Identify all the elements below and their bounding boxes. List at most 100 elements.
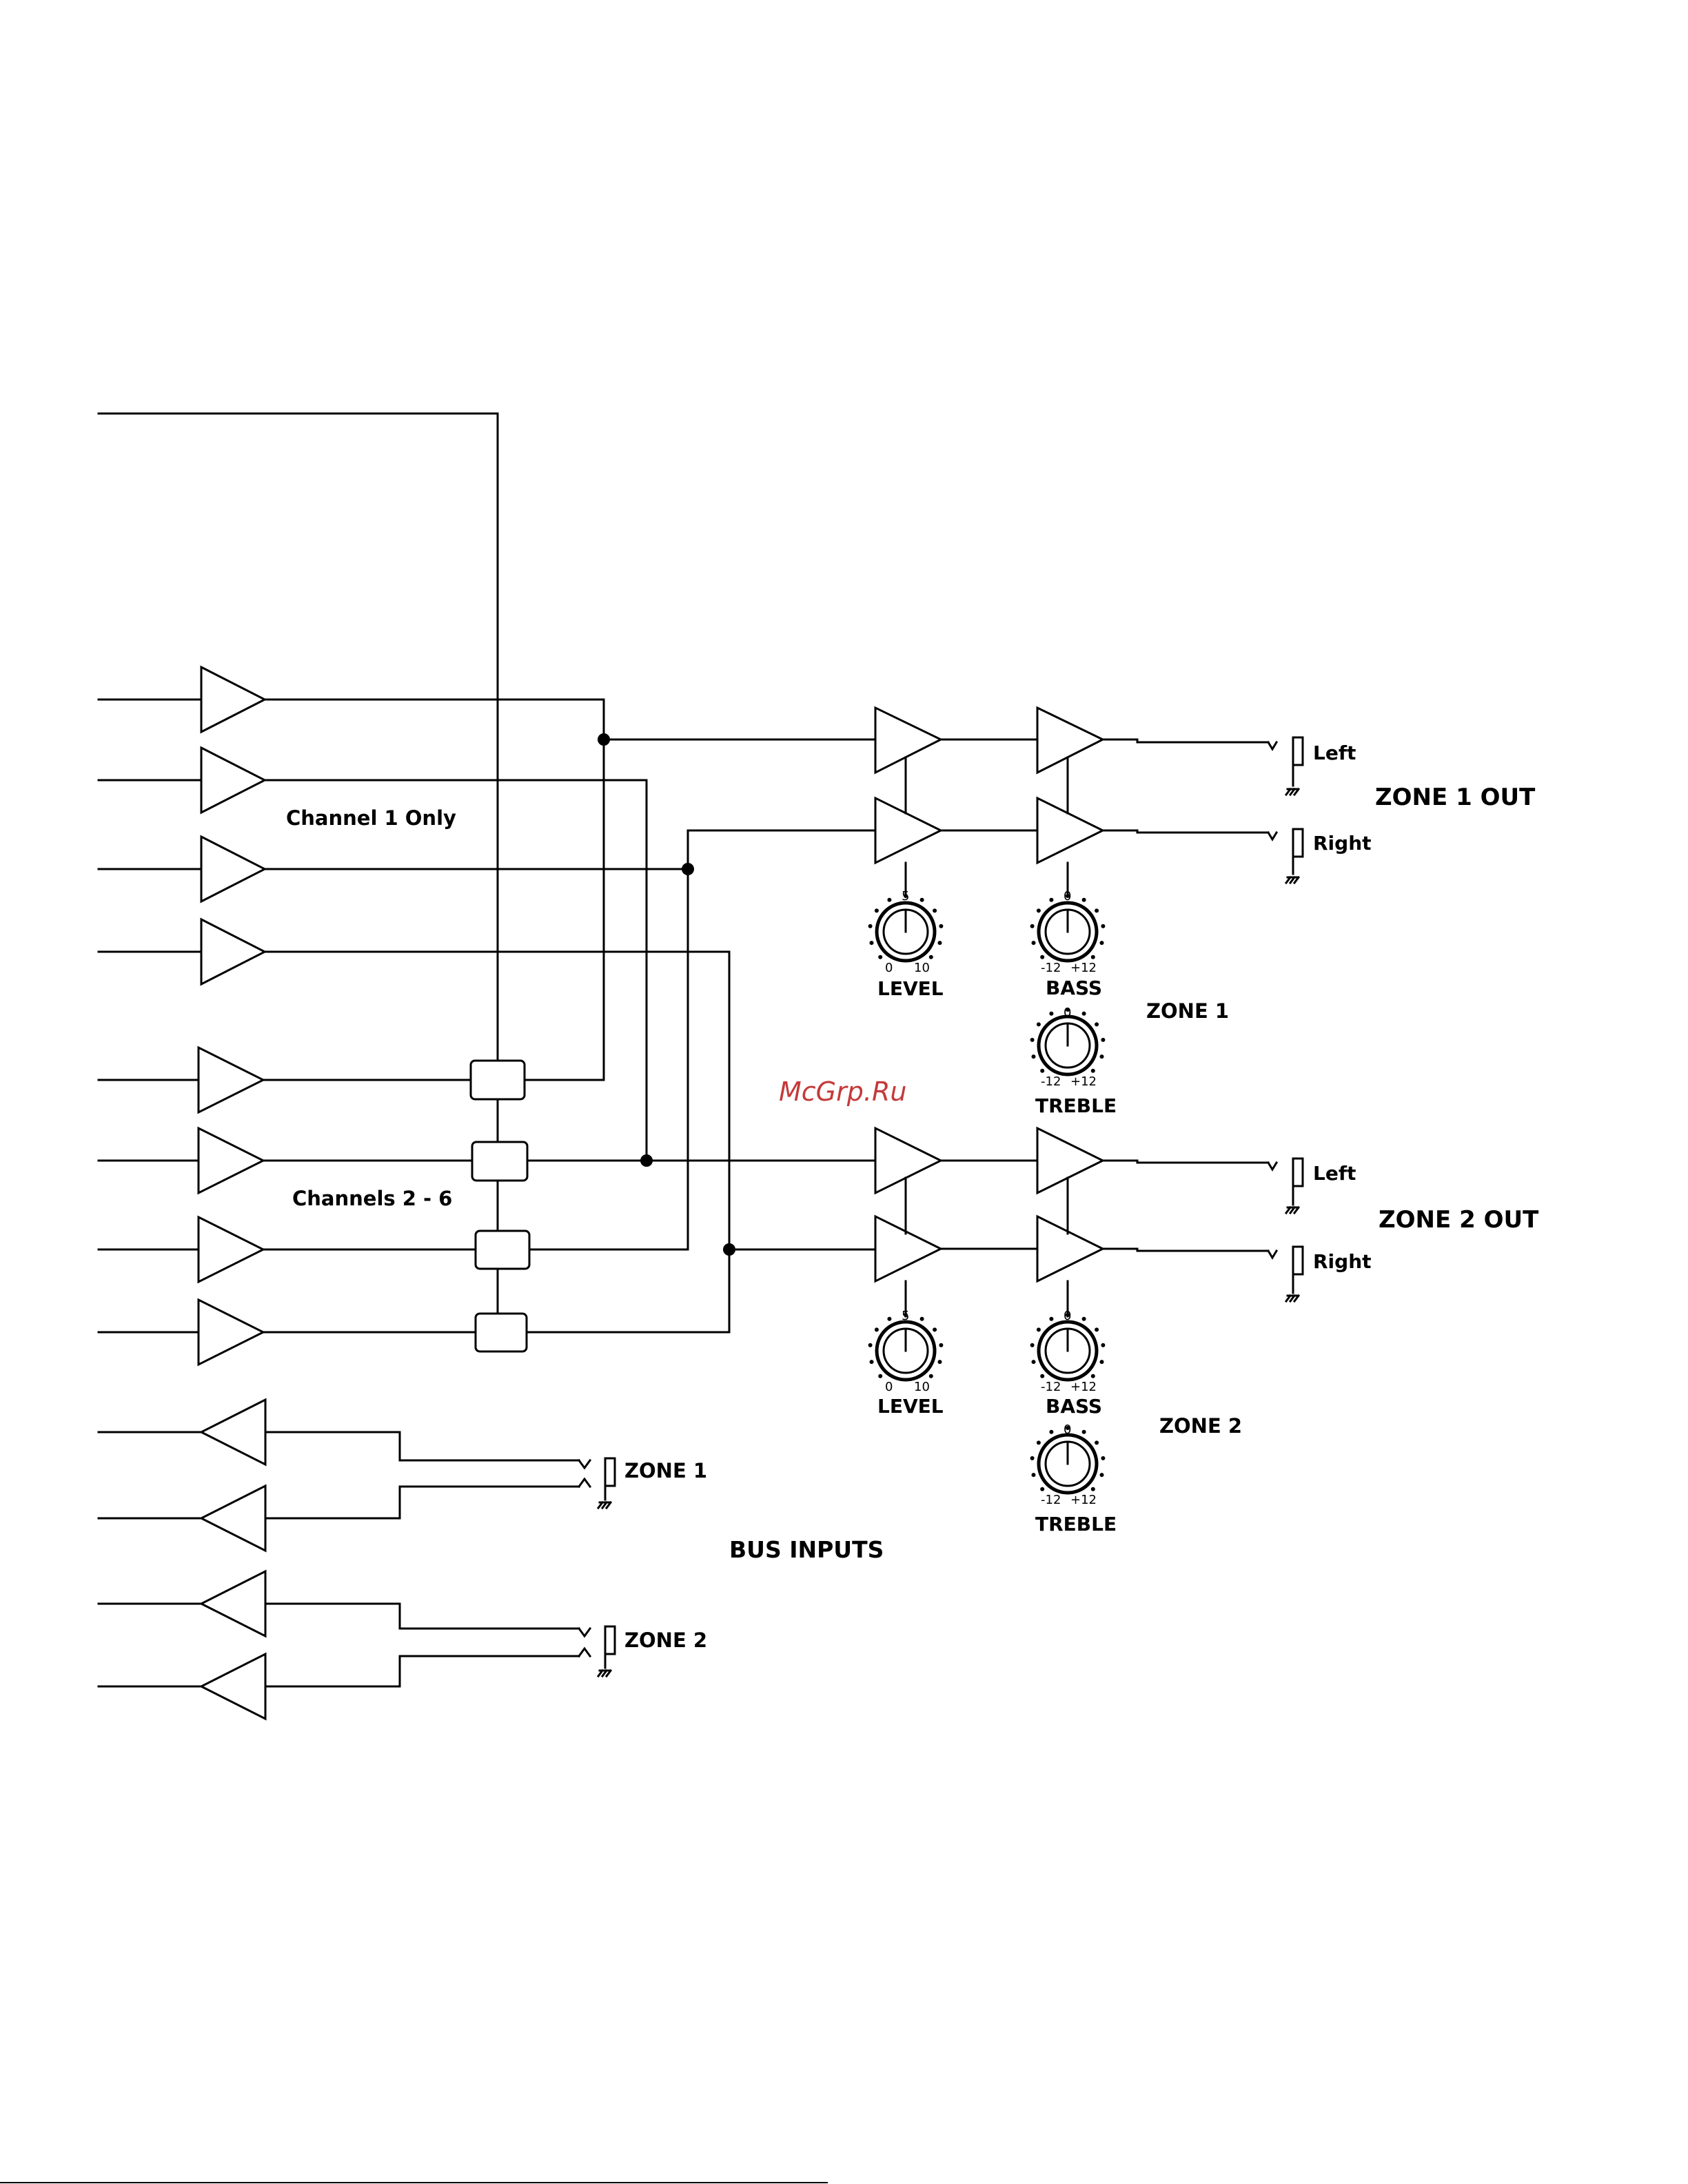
bus-amp-3 — [201, 1571, 265, 1636]
channel1-input-amps — [99, 667, 265, 984]
zone1-level-min: 0 — [885, 961, 893, 975]
selector-switch-1 — [471, 1061, 525, 1099]
knob-tick-dot — [1032, 1360, 1036, 1364]
zone1-bass-knob — [1039, 863, 1097, 961]
knob-tick-dot — [1030, 1343, 1035, 1347]
zone1-right-label: Right — [1313, 832, 1372, 855]
top-feed-wire — [99, 414, 498, 1080]
knob-tick-dot — [1082, 1430, 1086, 1434]
knob-tick-dot — [1040, 955, 1044, 959]
zone1-bass-label: BASS — [1046, 977, 1102, 999]
knob-tick-dot — [1100, 1473, 1104, 1477]
knob-tick-dot — [920, 898, 924, 902]
zone1-treble-label: TREBLE — [1035, 1094, 1117, 1117]
knob-tick-dot — [1100, 1054, 1104, 1059]
knob-tick-dot — [868, 924, 873, 928]
knob-tick-dot — [938, 1360, 942, 1364]
bus-input-amps — [99, 1400, 579, 1719]
zone1-out-label: ZONE 1 OUT — [1375, 784, 1536, 811]
zone1-treble-min: -12 — [1041, 1074, 1061, 1089]
zone2-treble-label: TREBLE — [1035, 1513, 1117, 1535]
zone1-level-knob — [877, 863, 935, 961]
knob-tick-dot — [929, 1374, 933, 1378]
channels2-6-label: Channels 2 - 6 — [292, 1187, 452, 1210]
knob-tick-dot — [1095, 1440, 1099, 1445]
ch1-amp-4 — [201, 919, 265, 984]
zone2-level-max: 10 — [914, 1380, 930, 1394]
knob-tick-dot — [1101, 924, 1105, 928]
knob-tick-dot — [1037, 1327, 1041, 1331]
zone1-amps — [875, 708, 1268, 863]
knob-tick-dot — [870, 941, 874, 945]
knob-tick-dot — [904, 894, 908, 898]
zone2-bass-knob — [1039, 1281, 1097, 1380]
zone1-bass-min: -12 — [1041, 961, 1061, 975]
zone1-left-label: Left — [1313, 742, 1356, 764]
knob-tick-dot — [1101, 1343, 1105, 1347]
zone1-level-amp-right — [875, 798, 941, 863]
knob-tick-dot — [1066, 1008, 1070, 1012]
bus-amp-2 — [201, 1486, 265, 1551]
zone2-amps — [875, 1128, 1268, 1281]
zone1-bass-max: +12 — [1070, 961, 1097, 975]
zone2-bass-max: +12 — [1070, 1380, 1097, 1394]
bus-amp-1 — [201, 1400, 265, 1464]
ch2-amp-3 — [199, 1217, 263, 1282]
zone2-treble-max: +12 — [1070, 1493, 1097, 1507]
channel-selector-switches — [471, 1061, 529, 1351]
knob-tick-dot — [887, 1317, 891, 1321]
selector-switch-3 — [476, 1231, 529, 1269]
channels2-6-input-amps — [99, 1048, 263, 1365]
zone1-left-jack — [1268, 737, 1303, 795]
knob-tick-dot — [939, 1343, 943, 1347]
ch1-amp-2 — [201, 748, 265, 813]
zone2-out-label: ZONE 2 OUT — [1379, 1206, 1539, 1234]
knob-tick-dot — [1040, 1069, 1044, 1073]
knob-tick-dot — [870, 1360, 874, 1364]
knob-tick-dot — [1030, 1456, 1035, 1460]
zone2-left-label: Left — [1313, 1162, 1356, 1185]
knob-tick-dot — [1030, 924, 1035, 928]
knob-tick-dot — [1101, 1456, 1105, 1460]
knob-tick-dot — [920, 1317, 924, 1321]
zone2-level-amp-right — [875, 1216, 941, 1281]
knob-tick-dot — [1049, 1430, 1053, 1434]
bus-zone1-jack — [579, 1458, 615, 1508]
knob-tick-dot — [1037, 1022, 1041, 1026]
zone1-right-jack — [1268, 829, 1303, 883]
knob-tick-dot — [1100, 1360, 1104, 1364]
knob-tick-dot — [875, 1327, 879, 1331]
zone2-level-knob — [877, 1281, 935, 1380]
knob-tick-dot — [1032, 941, 1036, 945]
knob-tick-dot — [1066, 1313, 1070, 1317]
knob-tick-dot — [1037, 908, 1041, 912]
knob-tick-dot — [929, 955, 933, 959]
knob-tick-dot — [1037, 1440, 1041, 1445]
zone1-treble-max: +12 — [1070, 1074, 1097, 1089]
knob-tick-dot — [1049, 1317, 1053, 1321]
knob-tick-dot — [887, 898, 891, 902]
ch2-amp-1 — [199, 1048, 263, 1112]
bus-zone2-jack — [579, 1626, 615, 1676]
zone1-level-label: LEVEL — [877, 977, 944, 1000]
zone2-controls-label: ZONE 2 — [1159, 1414, 1242, 1438]
zone2-level-amp-left — [875, 1128, 941, 1193]
knob-tick-dot — [938, 941, 942, 945]
zone2-right-label: Right — [1313, 1250, 1372, 1273]
knob-tick-dot — [1091, 1374, 1095, 1378]
zone2-treble-min: -12 — [1041, 1493, 1061, 1507]
bus-amp-4 — [201, 1654, 265, 1719]
selector-switch-4 — [476, 1314, 527, 1351]
knob-tick-dot — [1095, 1022, 1099, 1026]
zone2-tone-amp-left — [1037, 1128, 1103, 1193]
zone1-treble-knob — [1039, 1017, 1097, 1074]
knob-tick-dot — [1049, 1012, 1053, 1016]
ch1-amp-3 — [201, 837, 265, 901]
bus-zone2-label: ZONE 2 — [624, 1629, 707, 1652]
zone1-level-max: 10 — [914, 961, 930, 975]
knob-tick-dot — [1095, 908, 1099, 912]
zone2-tone-amp-right — [1037, 1216, 1103, 1281]
ch2-amp-2 — [199, 1128, 263, 1193]
zone1-level-amp-left — [875, 708, 941, 773]
knob-tick-dot — [875, 908, 879, 912]
